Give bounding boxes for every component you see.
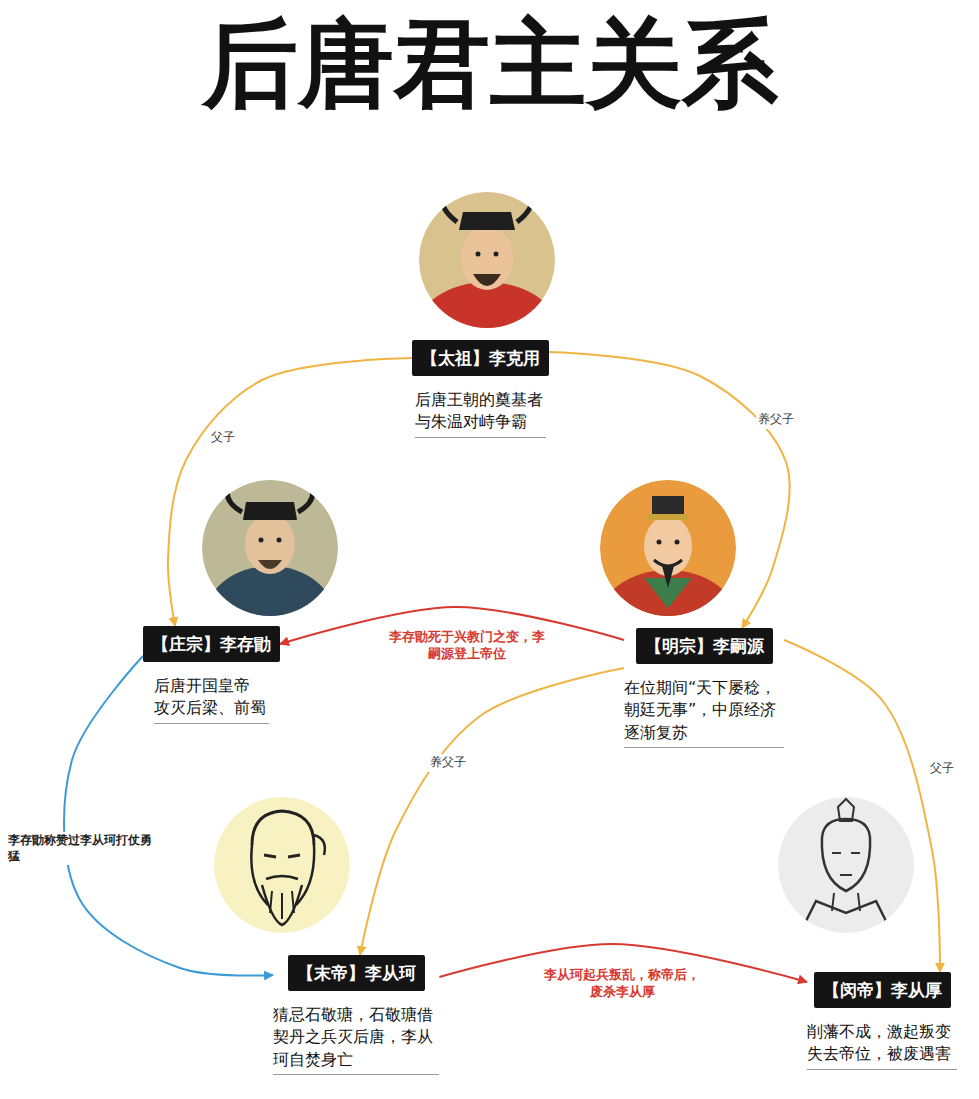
relation-connector xyxy=(784,640,940,972)
emperor-description: 后唐开国皇帝 攻灭后梁、前蜀 xyxy=(154,675,269,724)
relation-label: 养父子 xyxy=(428,754,468,772)
relation-label: 父子 xyxy=(209,429,237,447)
emperor-name: 【明宗】李嗣源 xyxy=(636,628,773,664)
relation-connector xyxy=(360,668,624,955)
emperor-description: 后唐王朝的奠基者 与朱温对峙争霸 xyxy=(415,389,546,438)
emperor-node: 【末帝】李从珂猜忌石敬瑭，石敬瑭借 契丹之兵灭后唐，李从 珂自焚身亡 xyxy=(273,955,439,1075)
relation-label: 养父子 xyxy=(756,411,796,429)
emperor-node: 【庄宗】李存勖后唐开国皇帝 攻灭后梁、前蜀 xyxy=(143,626,280,724)
emperor-node: 【明宗】李嗣源在位期间“天下屡稔， 朝廷无事”，中原经济 逐渐复苏 xyxy=(624,628,784,748)
emperor-description: 猜忌石敬瑭，石敬瑭借 契丹之兵灭后唐，李从 珂自焚身亡 xyxy=(273,1004,439,1075)
portrait-illustration xyxy=(214,797,350,933)
portrait-illustration xyxy=(778,797,914,933)
relation-label: 李存勖称赞过李从珂打仗勇 猛 xyxy=(6,832,162,865)
emperor-name: 【太祖】李克用 xyxy=(412,340,549,376)
relation-label: 父子 xyxy=(928,760,956,778)
emperor-description: 在位期间“天下屡稔， 朝廷无事”，中原经济 逐渐复苏 xyxy=(624,677,784,748)
diagram-title: 后唐君主关系 xyxy=(0,14,979,115)
relation-connector xyxy=(549,352,790,628)
emperor-name: 【闵帝】李从厚 xyxy=(814,972,951,1008)
relation-label: 李存勖死于兴教门之变，李 嗣源登上帝位 xyxy=(383,628,551,664)
relation-connector xyxy=(168,358,412,626)
relation-label: 李从珂起兵叛乱，称帝后， 废杀李从厚 xyxy=(538,966,706,1002)
emperor-node: 【闵帝】李从厚削藩不成，激起叛变 失去帝位，被废遇害 xyxy=(807,972,957,1070)
relation-connector xyxy=(64,656,273,976)
emperor-node: 【太祖】李克用后唐王朝的奠基者 与朱温对峙争霸 xyxy=(412,340,549,438)
emperor-description: 削藩不成，激起叛变 失去帝位，被废遇害 xyxy=(807,1021,957,1070)
emperor-name: 【末帝】李从珂 xyxy=(288,955,425,991)
emperor-name: 【庄宗】李存勖 xyxy=(143,626,280,662)
